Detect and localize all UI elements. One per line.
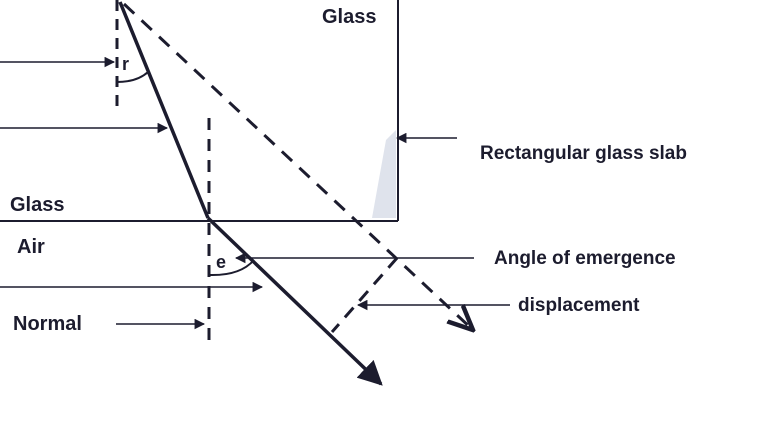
- glass-top-label: Glass: [322, 6, 376, 28]
- angle-e-label: e: [216, 252, 226, 272]
- normal-label: Normal: [13, 313, 82, 335]
- angle-r-label: r: [122, 54, 129, 74]
- displacement-label: displacement: [518, 295, 640, 316]
- emergent-ray: [206, 216, 383, 386]
- glass-slab: [0, 0, 399, 222]
- refracted-ray: [118, 1, 210, 219]
- angle-e-arc: [208, 259, 255, 277]
- angle-r-arc: [116, 71, 149, 83]
- slab-label: Rectangular glass slab: [480, 143, 687, 164]
- incident-ray-extension: [122, 2, 473, 330]
- emergence-label: Angle of emergence: [494, 248, 676, 269]
- displacement-line: [330, 257, 399, 333]
- air-label: Air: [17, 236, 45, 258]
- glass-bottom-label: Glass: [10, 194, 64, 216]
- slab-shading: [372, 130, 396, 218]
